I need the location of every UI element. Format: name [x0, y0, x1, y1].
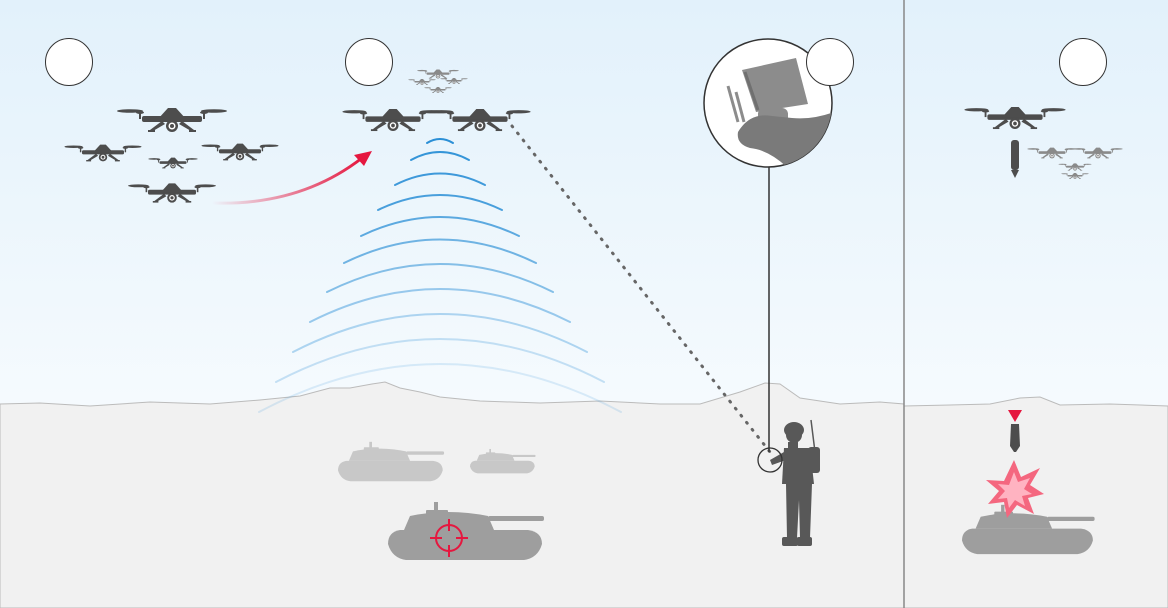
- deploy-arrow: [211, 151, 372, 205]
- step-marker-4: [1059, 38, 1107, 86]
- munition-icon: [1010, 424, 1020, 452]
- munition-icon: [1011, 140, 1019, 178]
- control-link-line: [510, 124, 772, 454]
- controller-marker: [757, 447, 783, 473]
- step-marker-1: [45, 38, 93, 86]
- crosshair-icon: [430, 519, 468, 557]
- signal-waves-icon: [258, 138, 622, 413]
- soldier-icon: [770, 419, 820, 546]
- step-marker-2: [345, 38, 393, 86]
- drop-arrow: [1008, 184, 1022, 422]
- ground-terrain: [0, 381, 1168, 608]
- step-marker-3: [806, 38, 854, 86]
- explosion-icon: [986, 460, 1044, 518]
